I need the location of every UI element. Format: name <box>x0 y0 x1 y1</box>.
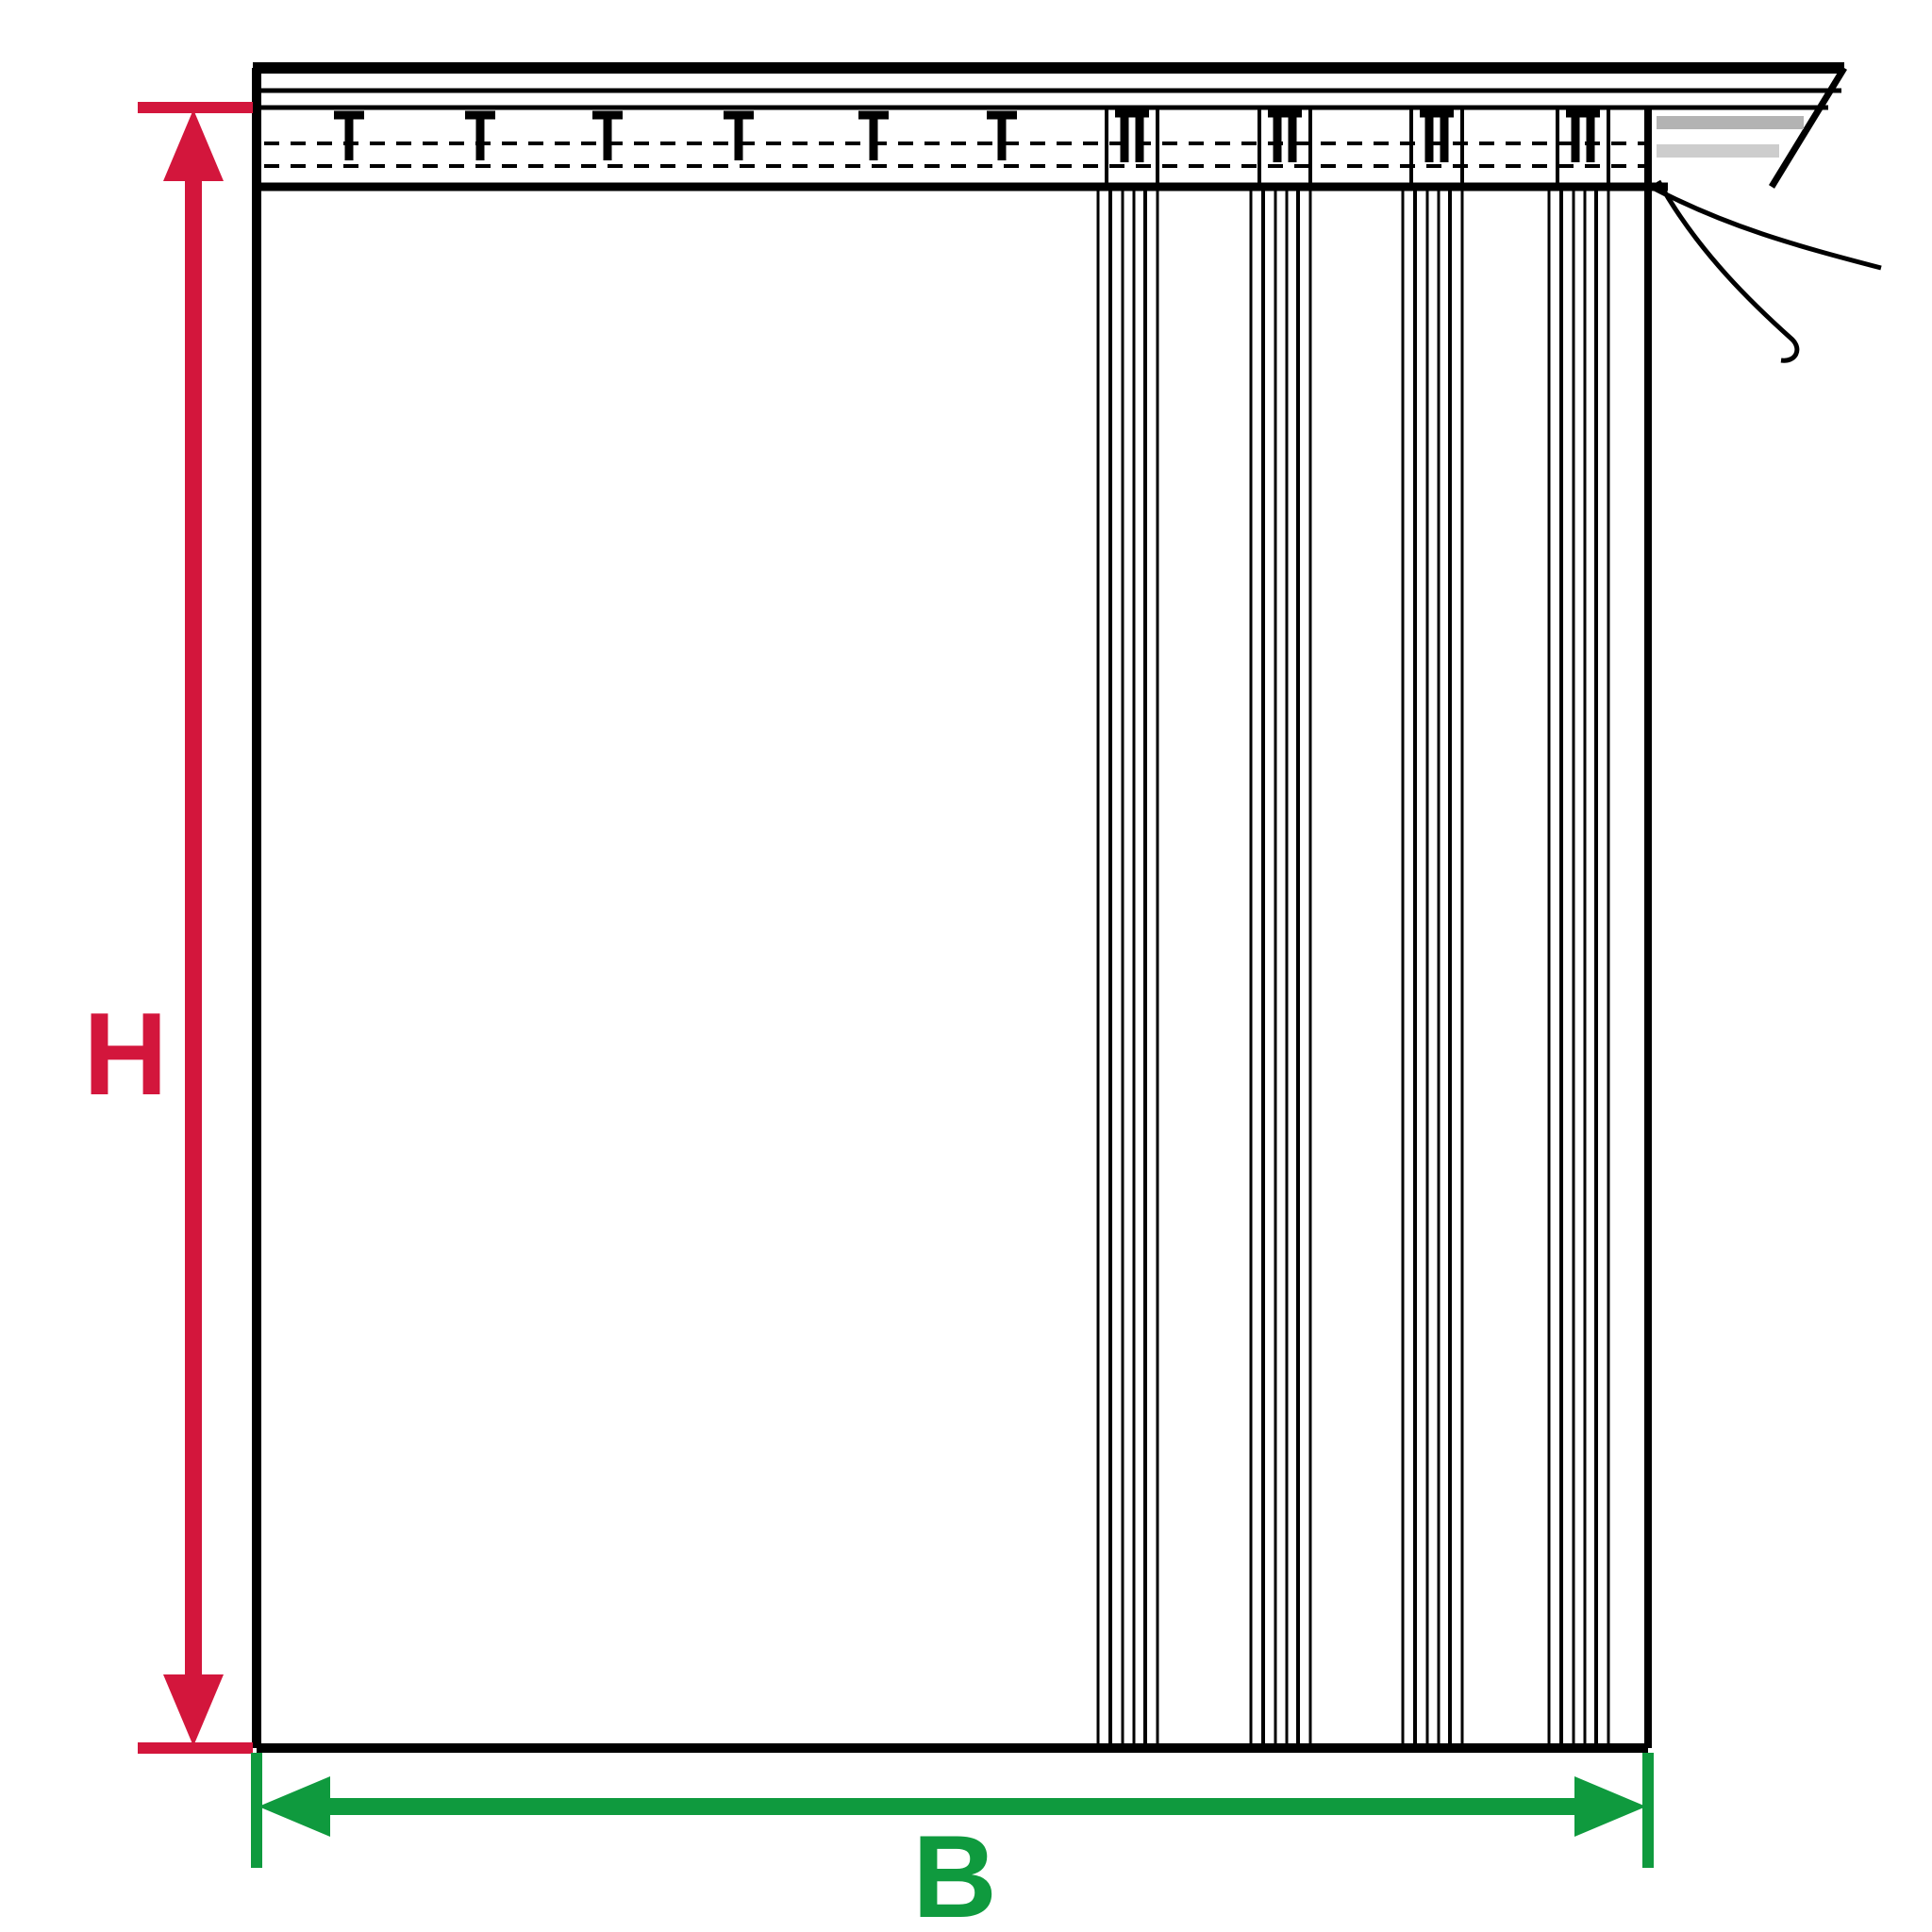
curtain-panel <box>252 68 1652 1753</box>
curtain-hook-pleated <box>1257 108 1312 186</box>
curtain-hook <box>465 110 495 160</box>
height-label: H <box>83 990 168 1120</box>
curtain-hook-pleated <box>1556 108 1610 186</box>
height-arrowhead-up <box>163 109 224 181</box>
cord <box>1649 184 1882 271</box>
curtain-hook <box>987 110 1017 160</box>
curtain-hook-pleated <box>1105 108 1159 186</box>
pleated-hooks <box>1105 108 1610 186</box>
fold-cluster <box>1547 188 1610 1746</box>
draw-cords <box>1649 179 1882 363</box>
fold-cluster <box>1401 188 1464 1746</box>
pleat-fold-lines <box>1096 188 1610 1746</box>
height-dimension: H <box>83 102 253 1754</box>
curtain-hook <box>858 110 889 160</box>
curtain-hook <box>724 110 754 160</box>
curtain-hook <box>334 110 364 160</box>
fold-cluster <box>1096 188 1159 1746</box>
width-arrowhead-left <box>258 1776 330 1837</box>
width-arrowhead-right <box>1574 1776 1646 1837</box>
curtain-rail <box>253 62 1847 189</box>
fold-cluster <box>1249 188 1312 1746</box>
rail-end-cut <box>1769 66 1847 189</box>
curtain-hook <box>592 110 623 160</box>
width-label: B <box>912 1812 997 1932</box>
curtain-hooks <box>334 110 1017 160</box>
curtain-hook-pleated <box>1409 108 1464 186</box>
height-arrowhead-down <box>163 1674 224 1746</box>
cord <box>1656 179 1800 363</box>
header-tape <box>257 142 1668 192</box>
width-dimension: B <box>251 1753 1654 1932</box>
